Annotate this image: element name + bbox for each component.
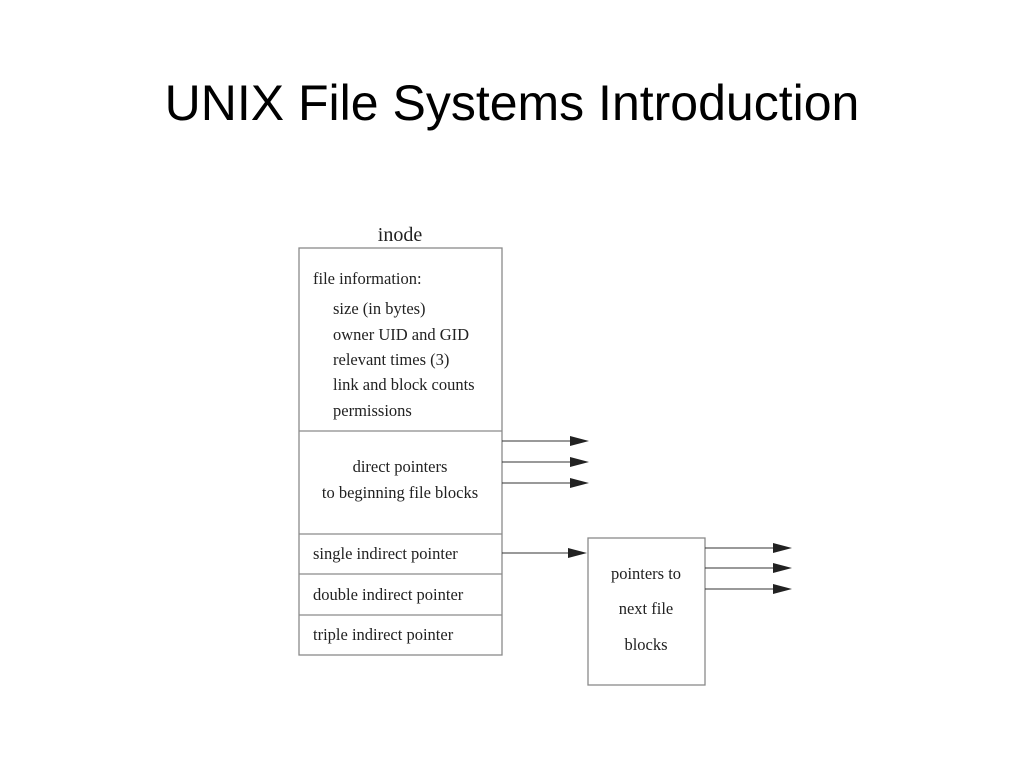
- inode-box: [298, 247, 503, 656]
- pointer-block-arrow: [705, 563, 792, 573]
- file-info-item-counts: link and block counts: [333, 375, 475, 394]
- file-info-item-owner: owner UID and GID: [333, 325, 469, 344]
- direct-pointers-label-line1: direct pointers: [353, 457, 448, 476]
- double-indirect-pointer-label: double indirect pointer: [313, 585, 464, 604]
- pointer-block-label-line2: next file: [619, 599, 674, 618]
- pointer-block-box: [587, 537, 706, 686]
- direct-pointers-label-line2: to beginning file blocks: [322, 483, 478, 502]
- single-indirect-pointer-label: single indirect pointer: [313, 544, 458, 563]
- file-info-item-times: relevant times (3): [333, 350, 449, 369]
- triple-indirect-pointer-label: triple indirect pointer: [313, 625, 454, 644]
- direct-pointer-arrow: [502, 478, 589, 488]
- inode-title: inode: [378, 224, 423, 246]
- single-indirect-arrow: [502, 548, 587, 558]
- slide-title: UNIX File Systems Introduction: [164, 75, 860, 131]
- file-info-heading: file information:: [313, 269, 422, 288]
- pointer-block-arrow: [705, 543, 792, 553]
- file-info-item-size: size (in bytes): [333, 299, 426, 318]
- pointer-block-label-line3: blocks: [624, 635, 667, 654]
- direct-pointer-arrow: [502, 457, 589, 467]
- pointer-block-arrow: [705, 584, 792, 594]
- file-info-item-permissions: permissions: [333, 401, 412, 420]
- pointer-block-label-line1: pointers to: [611, 564, 681, 583]
- direct-pointer-arrow: [502, 436, 589, 446]
